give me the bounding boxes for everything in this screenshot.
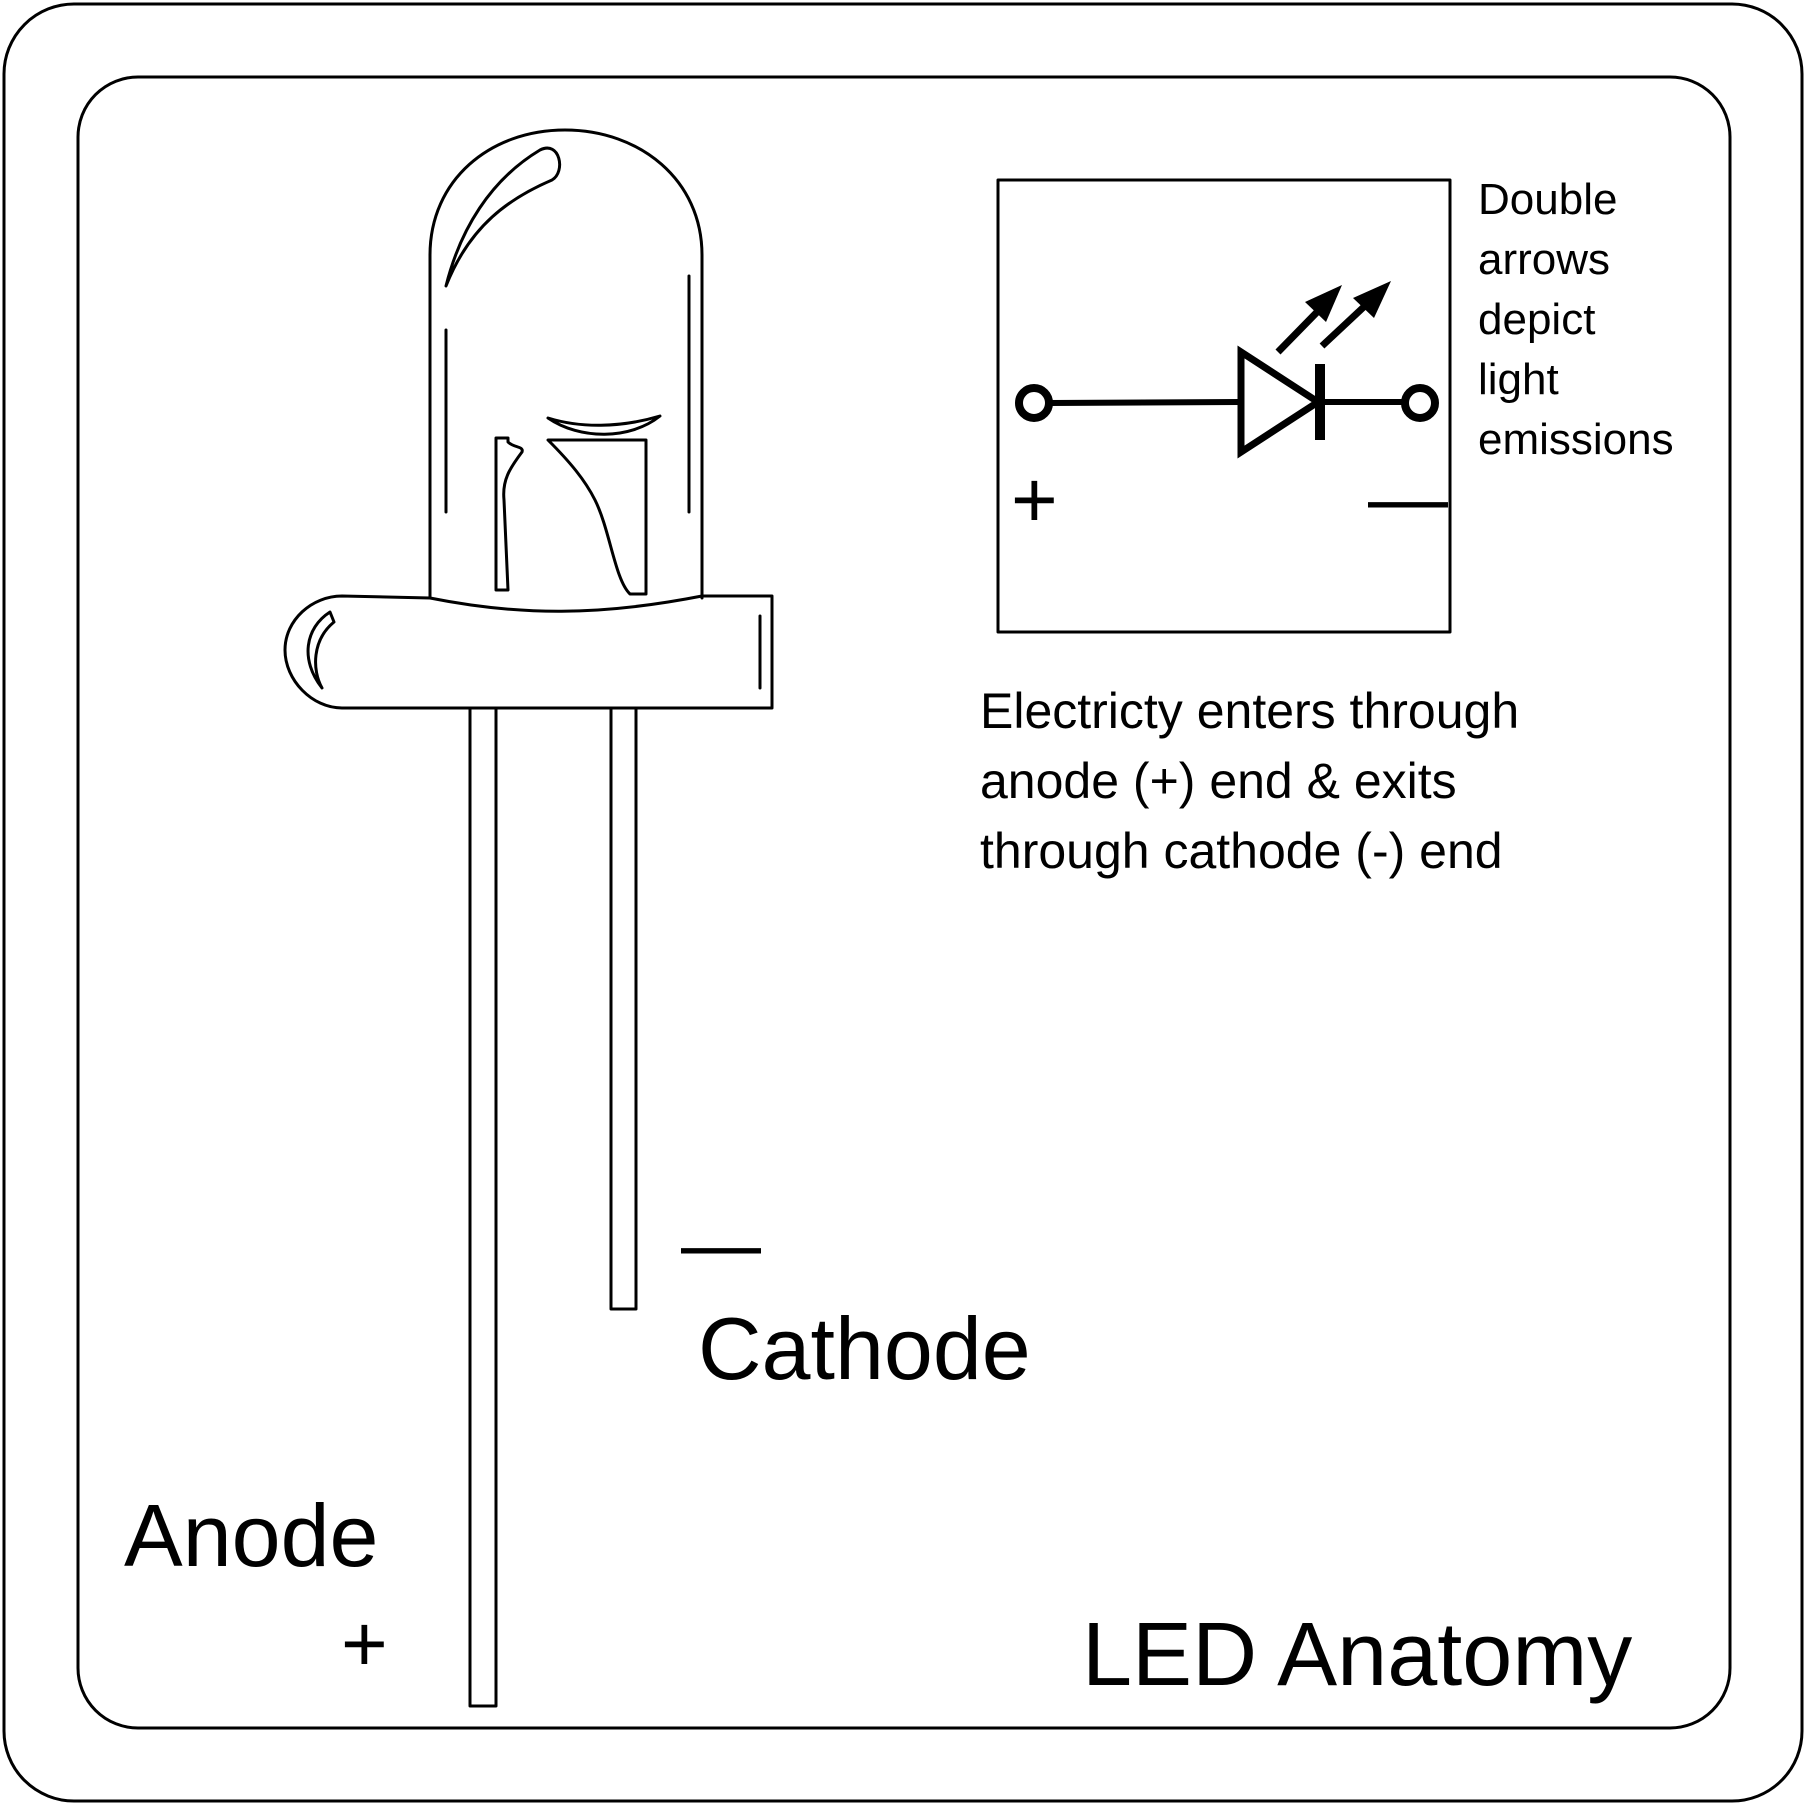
emission-note-line: emissions (1478, 415, 1674, 464)
emission-note-line: light (1478, 355, 1559, 404)
wire-left (1047, 399, 1243, 406)
anode-post (494, 436, 524, 592)
inner-frame (76, 75, 1732, 1730)
description-line: Electricty enters through (980, 683, 1520, 739)
led-dome (428, 128, 704, 600)
emission-note-line: depict (1478, 295, 1596, 344)
emission-note-line: Double (1478, 175, 1618, 224)
cathode-terminal (1401, 384, 1439, 422)
cathode-label: Cathode (698, 1299, 1031, 1398)
anode-lead (468, 706, 498, 1708)
led-flange (283, 594, 774, 710)
cathode-lead (609, 706, 638, 1311)
flange-highlight (306, 610, 336, 690)
current-flow-description: Electricty enters through anode (+) end … (980, 676, 1519, 886)
emission-arrow-2 (1319, 300, 1371, 349)
emission-arrowhead-2 (1353, 281, 1391, 318)
led-schematic-symbol (996, 178, 1452, 634)
emission-arrow-1 (1275, 304, 1325, 355)
dome-highlight (444, 146, 562, 288)
symbol-plus-sign: + (1011, 455, 1058, 544)
anode-terminal (1015, 384, 1053, 422)
diagram-title: LED Anatomy (1082, 1605, 1633, 1705)
anode-label: Anode (124, 1486, 379, 1585)
symbol-minus-sign: — (1368, 453, 1448, 542)
emission-arrowhead-1 (1305, 285, 1342, 322)
cathode-minus-sign: — (681, 1199, 761, 1288)
anvil-cup (546, 414, 662, 436)
diode-triangle (1237, 345, 1325, 459)
description-line: through cathode (-) end (980, 823, 1503, 879)
cathode-anvil (546, 438, 648, 596)
anode-plus-sign: + (341, 1599, 388, 1688)
led-illustration (283, 128, 774, 1708)
emission-note: Double arrows depict light emissions (1478, 170, 1674, 470)
description-line: anode (+) end & exits (980, 753, 1457, 809)
symbol-box (996, 178, 1452, 634)
emission-note-line: arrows (1478, 235, 1611, 284)
